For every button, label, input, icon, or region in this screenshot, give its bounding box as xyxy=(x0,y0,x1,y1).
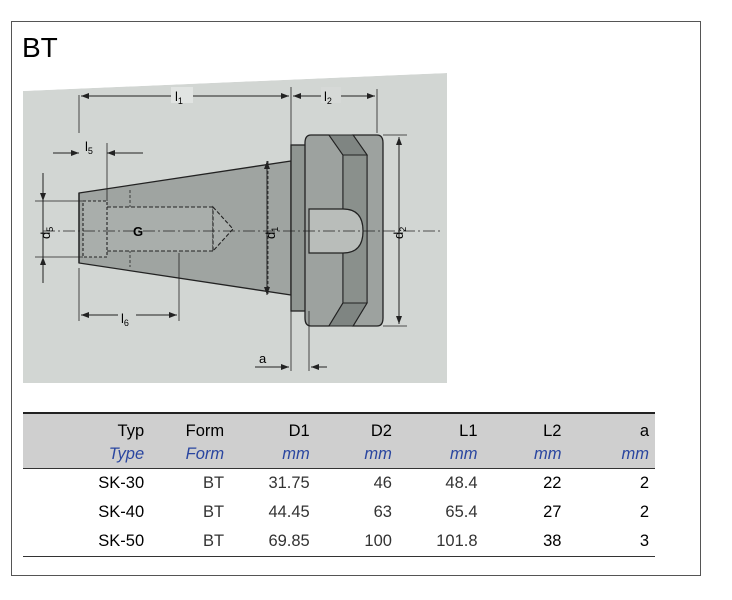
cell-form: BT xyxy=(203,503,225,521)
unit-row: Type Form mm mm mm mm mm xyxy=(23,442,655,469)
cell-d2: 46 xyxy=(373,474,392,492)
cell-l1: 48.4 xyxy=(445,474,478,492)
label-d5: d5 xyxy=(38,227,55,239)
cell-l2: 27 xyxy=(543,503,562,521)
cell-form: BT xyxy=(150,527,231,557)
label-d1: d1 xyxy=(263,227,280,239)
spec-table: Typ Form D1 D2 L1 L2 a Type Form mm mm m… xyxy=(23,412,655,557)
col-form: Form xyxy=(150,412,231,442)
unit-a: mm xyxy=(567,442,655,469)
table-row: SK-40 BT 44.45 63 65.4 27 2 xyxy=(23,498,655,527)
label-l1: l1 xyxy=(175,89,183,106)
col-d1: D1 xyxy=(230,412,316,442)
unit-form: Form xyxy=(150,442,231,469)
cell-typ: SK-50 xyxy=(23,527,151,557)
cell-d1: 69.85 xyxy=(230,527,316,557)
header-row: Typ Form D1 D2 L1 L2 a xyxy=(23,412,655,442)
unit-d1: mm xyxy=(230,442,316,469)
label-g: G xyxy=(133,224,143,239)
cell-d2: 100 xyxy=(315,527,398,557)
technical-drawing: l1 l2 l5 l6 d5 d1 d2 xyxy=(23,73,447,383)
thread-bore xyxy=(100,206,214,252)
label-a: a xyxy=(259,351,267,366)
col-a: a xyxy=(567,412,655,442)
product-title: BT xyxy=(22,32,58,63)
col-typ: Typ xyxy=(23,412,151,442)
label-d2: d2 xyxy=(391,227,408,239)
unit-l1: mm xyxy=(397,442,484,469)
cell-d2: 63 xyxy=(373,503,392,521)
cell-d1: 44.45 xyxy=(268,503,310,521)
unit-typ: Type xyxy=(23,442,151,469)
cell-typ: SK-40 xyxy=(98,503,145,521)
label-l6: l6 xyxy=(121,311,129,328)
unit-d2: mm xyxy=(315,442,398,469)
table-row: SK-50 BT 69.85 100 101.8 38 3 xyxy=(23,527,655,557)
col-d2: D2 xyxy=(315,412,398,442)
cell-l1: 101.8 xyxy=(397,527,484,557)
cell-l2: 38 xyxy=(483,527,568,557)
cell-l2: 22 xyxy=(543,474,562,492)
label-l2: l2 xyxy=(324,89,332,106)
cell-d1: 31.75 xyxy=(268,474,310,492)
col-l1: L1 xyxy=(397,412,484,442)
unit-l2: mm xyxy=(483,442,568,469)
cell-a: 2 xyxy=(639,474,649,492)
cell-a: 2 xyxy=(639,503,649,521)
col-l2: L2 xyxy=(483,412,568,442)
table-row: SK-30 BT 31.75 46 48.4 22 2 xyxy=(23,469,655,499)
cell-l1: 65.4 xyxy=(445,503,478,521)
cell-form: BT xyxy=(203,474,225,492)
cell-typ: SK-30 xyxy=(98,474,145,492)
cell-a: 3 xyxy=(567,527,655,557)
label-l5: l5 xyxy=(85,139,93,156)
